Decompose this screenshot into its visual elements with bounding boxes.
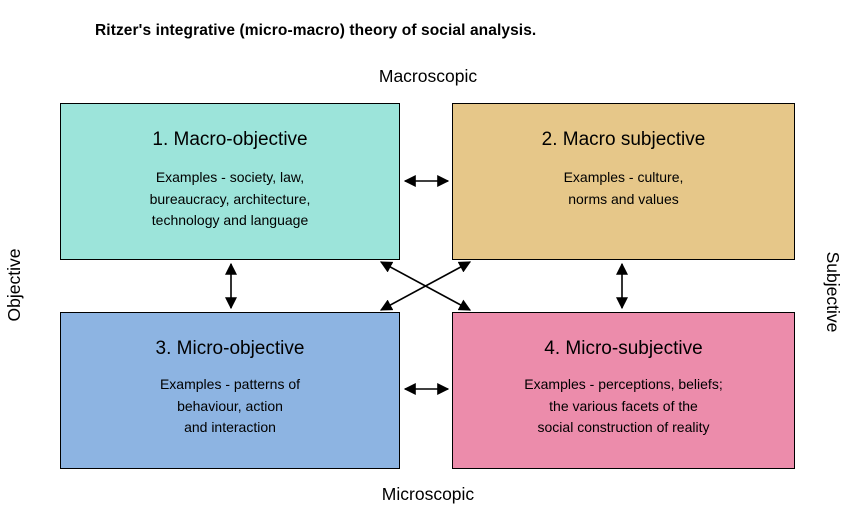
axis-label-microscopic: Microscopic (381, 484, 475, 504)
quadrant-heading: 4. Micro-subjective (544, 338, 703, 359)
quadrant-macro-objective: 1. Macro-objective Examples - society, l… (60, 103, 400, 260)
diagram-title: Ritzer's integrative (micro-macro) theor… (95, 22, 537, 39)
quadrant-heading: 3. Micro-objective (155, 338, 305, 359)
axis-label-objective: Objective (4, 248, 24, 322)
quadrant-micro-objective: 3. Micro-objective Examples - patterns o… (60, 312, 400, 469)
axis-label-subjective: Subjective (823, 251, 843, 333)
axis-label-macroscopic: Macroscopic (378, 66, 478, 86)
quadrant-heading: 2. Macro subjective (541, 129, 706, 150)
quadrant-examples: Examples - patterns of behaviour, action… (159, 376, 301, 436)
quadrant-heading: 1. Macro-objective (152, 129, 308, 150)
arrow-macro-objective-micro-subjective (379, 261, 472, 311)
arrow-micro-objective-macro-subjective (379, 261, 472, 311)
quadrant-examples: Examples - perceptions, beliefs; the var… (524, 376, 723, 436)
quadrant-examples: Examples - culture, norms and values (563, 169, 684, 207)
quadrant-examples: Examples - society, law, bureaucracy, ar… (149, 169, 311, 229)
quadrant-micro-subjective: 4. Micro-subjective Examples - perceptio… (452, 312, 795, 469)
quadrant-macro-subjective: 2. Macro subjective Examples - culture, … (452, 103, 795, 260)
